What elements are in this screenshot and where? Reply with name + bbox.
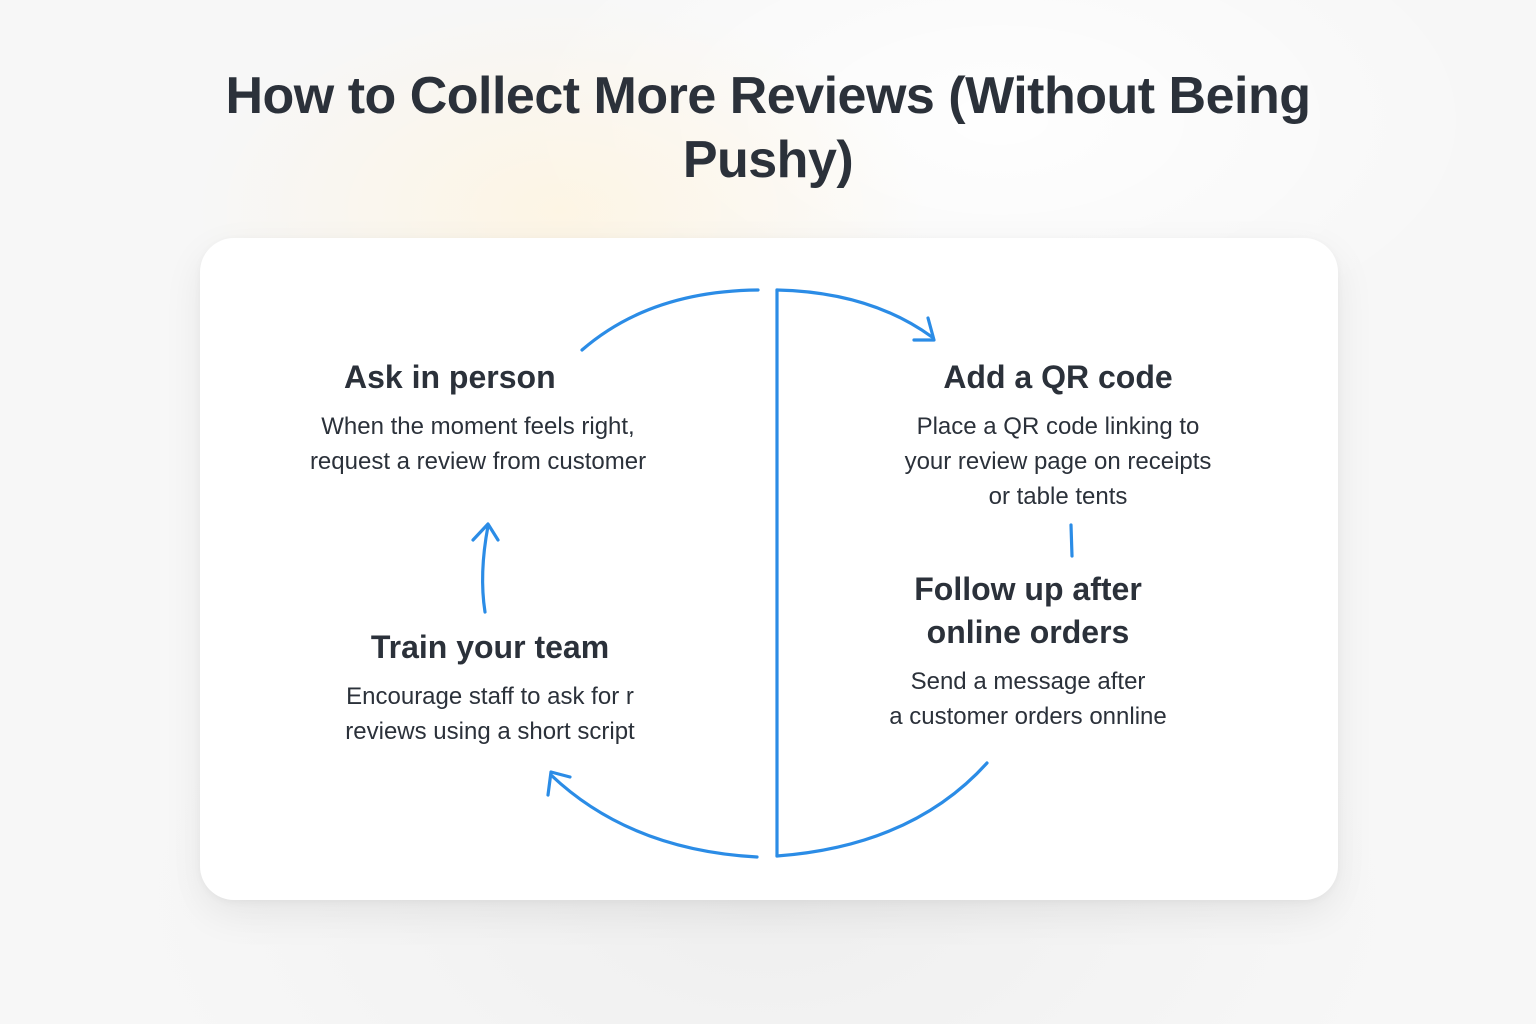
step-qr-heading: Add a QR code bbox=[943, 359, 1173, 395]
step-ask-heading: Ask in person bbox=[344, 359, 556, 395]
step-ask-desc-line: When the moment feels right, bbox=[321, 413, 635, 440]
step-follow-heading-line: Follow up after bbox=[914, 571, 1142, 607]
step-ask-description: When the moment feels right, request a r… bbox=[268, 409, 688, 479]
step-qr-description: Place a QR code linking to your review p… bbox=[848, 409, 1268, 514]
step-follow-heading-line: online orders bbox=[926, 614, 1130, 650]
step-ask-in-person: Ask in person When the moment feels righ… bbox=[268, 356, 688, 479]
step-qr-desc-line: your review page on receipts bbox=[904, 448, 1212, 475]
step-train-description: Encourage staff to ask for r reviews usi… bbox=[280, 679, 700, 749]
step-follow-desc-line: a customer orders onnline bbox=[889, 703, 1167, 730]
step-train-desc-line: Encourage staff to ask for r bbox=[346, 683, 634, 710]
step-add-qr-code: Add a QR code Place a QR code linking to… bbox=[848, 356, 1268, 514]
step-qr-desc-line: or table tents bbox=[988, 483, 1128, 510]
step-ask-desc-line: request a review from customer bbox=[309, 448, 647, 475]
step-follow-desc-line: Send a message after bbox=[910, 668, 1146, 695]
step-qr-desc-line: Place a QR code linking to bbox=[916, 413, 1200, 440]
page-title: How to Collect More Reviews (Without Bei… bbox=[225, 67, 1311, 189]
step-train-team: Train your team Encourage staff to ask f… bbox=[280, 626, 700, 749]
step-follow-heading: Follow up after online orders bbox=[818, 568, 1238, 654]
step-follow-up: Follow up after online orders Send a mes… bbox=[818, 568, 1238, 734]
diagram-card bbox=[200, 238, 1338, 900]
step-follow-description: Send a message after a customer orders o… bbox=[818, 664, 1238, 734]
step-train-desc-line: reviews using a short script bbox=[345, 718, 635, 745]
step-train-heading: Train your team bbox=[370, 629, 610, 665]
